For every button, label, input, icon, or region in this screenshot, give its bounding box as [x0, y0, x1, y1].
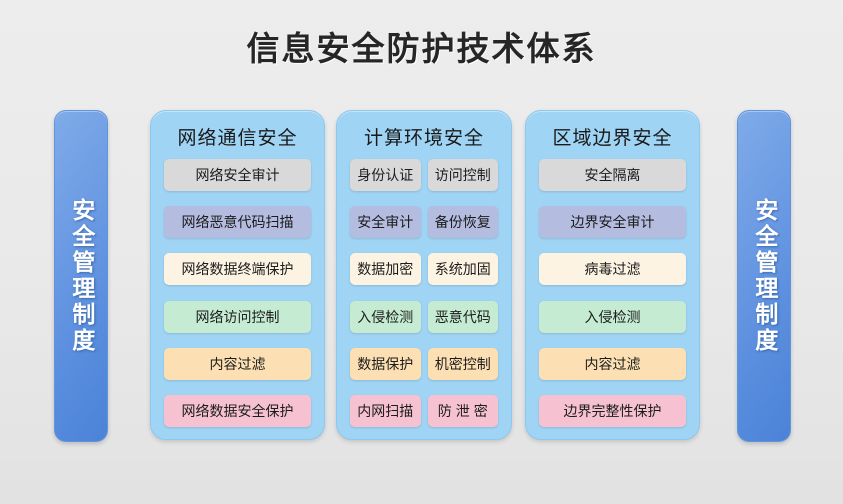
- panel-regional-boundary-security: 区域边界安全 安全隔离边界安全审计病毒过滤入侵检测内容过滤边界完整性保护: [525, 110, 700, 440]
- control-chip[interactable]: 防泄密: [427, 394, 498, 427]
- panel-rows: 网络安全审计网络恶意代码扫描网络数据终端保护网络访问控制内容过滤网络数据安全保护: [164, 159, 311, 427]
- page-title: 信息安全防护技术体系: [246, 30, 597, 67]
- chip-row: 内容过滤: [164, 347, 311, 380]
- control-chip[interactable]: 网络数据安全保护: [164, 394, 311, 427]
- chip-row: 内容过滤: [539, 347, 686, 380]
- panel-network-communication-security: 网络通信安全 网络安全审计网络恶意代码扫描网络数据终端保护网络访问控制内容过滤网…: [150, 110, 325, 440]
- control-chip[interactable]: 边界完整性保护: [539, 394, 686, 427]
- control-chip[interactable]: 边界安全审计: [539, 206, 686, 239]
- panel-rows: 身份认证访问控制安全审计备份恢复数据加密系统加固入侵检测恶意代码数据保护机密控制…: [350, 159, 498, 427]
- panel-rows: 安全隔离边界安全审计病毒过滤入侵检测内容过滤边界完整性保护: [539, 159, 686, 427]
- side-bar-left-security-management: 安全管理制度: [54, 110, 108, 442]
- control-chip[interactable]: 机密控制: [427, 347, 498, 380]
- side-bar-left-label: 安全管理制度: [68, 198, 95, 354]
- panel-computing-environment-security: 计算环境安全 身份认证访问控制安全审计备份恢复数据加密系统加固入侵检测恶意代码数…: [336, 110, 512, 440]
- chip-row: 入侵检测: [539, 300, 686, 333]
- chip-row: 内网扫描防泄密: [350, 394, 498, 427]
- control-chip[interactable]: 网络恶意代码扫描: [164, 206, 311, 239]
- side-bar-right-label: 安全管理制度: [751, 198, 778, 354]
- chip-row: 安全隔离: [539, 159, 686, 191]
- panel-title: 网络通信安全: [177, 127, 298, 149]
- chip-row: 数据保护机密控制: [350, 347, 498, 380]
- chip-row: 身份认证访问控制: [350, 159, 498, 191]
- control-chip[interactable]: 内网扫描: [350, 394, 421, 427]
- chip-row: 网络访问控制: [164, 300, 311, 333]
- chip-row: 网络数据终端保护: [164, 253, 311, 286]
- control-chip[interactable]: 备份恢复: [427, 206, 498, 239]
- control-chip[interactable]: 入侵检测: [350, 300, 421, 333]
- control-chip[interactable]: 病毒过滤: [539, 253, 686, 286]
- control-chip[interactable]: 身份认证: [350, 159, 421, 191]
- control-chip[interactable]: 网络访问控制: [164, 300, 311, 333]
- control-chip[interactable]: 数据保护: [350, 347, 421, 380]
- control-chip[interactable]: 恶意代码: [427, 300, 498, 333]
- control-chip[interactable]: 安全隔离: [539, 159, 686, 191]
- chip-row: 网络安全审计: [164, 159, 311, 191]
- panel-title: 区域边界安全: [552, 127, 673, 149]
- panel-title: 计算环境安全: [363, 127, 484, 149]
- control-chip[interactable]: 网络安全审计: [164, 159, 311, 191]
- chip-row: 入侵检测恶意代码: [350, 300, 498, 333]
- chip-row: 边界安全审计: [539, 206, 686, 239]
- chip-row: 安全审计备份恢复: [350, 206, 498, 239]
- chip-row: 数据加密系统加固: [350, 253, 498, 286]
- chip-row: 边界完整性保护: [539, 394, 686, 427]
- chip-row: 网络恶意代码扫描: [164, 206, 311, 239]
- control-chip[interactable]: 访问控制: [427, 159, 498, 191]
- control-chip[interactable]: 入侵检测: [539, 300, 686, 333]
- side-bar-right-security-management: 安全管理制度: [737, 110, 791, 442]
- control-chip[interactable]: 内容过滤: [539, 347, 686, 380]
- control-chip[interactable]: 系统加固: [427, 253, 498, 286]
- control-chip[interactable]: 安全审计: [350, 206, 421, 239]
- chip-row: 网络数据安全保护: [164, 394, 311, 427]
- chip-row: 病毒过滤: [539, 253, 686, 286]
- control-chip[interactable]: 内容过滤: [164, 347, 311, 380]
- control-chip[interactable]: 网络数据终端保护: [164, 253, 311, 286]
- control-chip[interactable]: 数据加密: [350, 253, 421, 286]
